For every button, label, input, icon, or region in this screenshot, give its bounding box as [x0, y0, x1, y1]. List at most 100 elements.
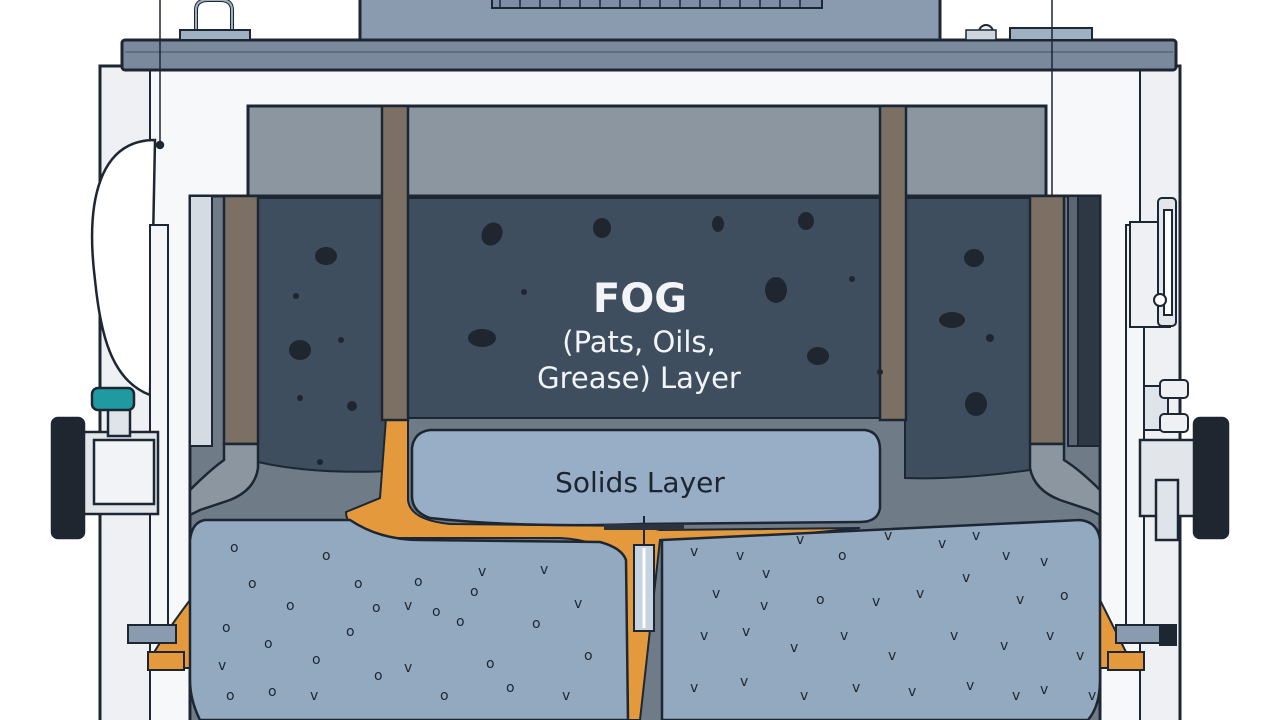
fog-speck: [807, 347, 829, 365]
fog-speck: [877, 369, 883, 375]
svg-text:o: o: [584, 648, 593, 664]
svg-text:v: v: [740, 674, 748, 690]
fog-subtitle-line-1: (Pats, Oils,: [562, 325, 715, 359]
svg-text:o: o: [346, 624, 355, 640]
water-chambers: [188, 518, 1102, 720]
svg-text:v: v: [404, 598, 412, 614]
svg-text:o: o: [456, 614, 465, 630]
fog-speck: [338, 337, 344, 343]
solids-layer-label: Solids Layer: [555, 466, 725, 499]
svg-text:o: o: [414, 574, 423, 590]
svg-text:o: o: [312, 652, 321, 668]
fog-speck: [481, 222, 503, 246]
svg-text:v: v: [1040, 554, 1048, 570]
fog-speck: [468, 329, 496, 347]
svg-text:v: v: [1046, 628, 1054, 644]
svg-text:v: v: [690, 680, 698, 696]
svg-text:o: o: [470, 584, 479, 600]
fog-speck: [521, 289, 527, 295]
svg-text:o: o: [264, 636, 273, 652]
fog-speck: [593, 218, 611, 238]
fog-speck: [297, 395, 303, 401]
svg-text:o: o: [506, 680, 515, 696]
svg-text:v: v: [972, 528, 980, 544]
svg-text:o: o: [222, 620, 231, 636]
svg-text:o: o: [440, 688, 449, 704]
right-side-bracket: [1129, 197, 1189, 433]
svg-text:v: v: [962, 570, 970, 586]
svg-text:o: o: [322, 548, 331, 564]
svg-text:v: v: [1002, 548, 1010, 564]
svg-text:v: v: [762, 566, 770, 582]
fog-speck: [712, 216, 724, 232]
svg-text:v: v: [1088, 688, 1096, 704]
svg-text:v: v: [790, 640, 798, 656]
svg-text:v: v: [404, 660, 412, 676]
svg-text:v: v: [950, 628, 958, 644]
fog-specks: [289, 212, 994, 465]
svg-text:v: v: [938, 536, 946, 552]
fog-layer: [257, 197, 1031, 480]
svg-text:v: v: [540, 562, 548, 578]
svg-text:v: v: [760, 598, 768, 614]
svg-text:v: v: [712, 586, 720, 602]
svg-text:o: o: [432, 604, 441, 620]
baffle-walls: [188, 104, 1102, 518]
svg-text:o: o: [248, 576, 257, 592]
svg-text:o: o: [268, 684, 277, 700]
svg-text:v: v: [218, 658, 226, 674]
svg-text:v: v: [478, 564, 486, 580]
svg-text:o: o: [230, 540, 239, 556]
svg-text:o: o: [816, 592, 825, 608]
fog-speck: [798, 212, 814, 230]
svg-text:v: v: [562, 688, 570, 704]
svg-text:v: v: [852, 680, 860, 696]
svg-text:v: v: [796, 532, 804, 548]
fog-speck: [347, 401, 357, 411]
svg-text:v: v: [884, 528, 892, 544]
fog-speck: [965, 392, 987, 416]
fog-speck: [986, 334, 994, 342]
svg-text:v: v: [310, 688, 318, 704]
fog-speck: [317, 459, 323, 465]
svg-text:o: o: [372, 600, 381, 616]
svg-text:v: v: [966, 678, 974, 694]
svg-text:v: v: [690, 544, 698, 560]
svg-text:v: v: [1016, 592, 1024, 608]
svg-text:v: v: [916, 586, 924, 602]
svg-text:o: o: [286, 598, 295, 614]
svg-text:v: v: [908, 684, 916, 700]
lid-handle-icon: [179, 0, 251, 41]
lid-latch-icon: [965, 24, 1093, 41]
svg-text:o: o: [838, 548, 847, 564]
fog-subtitle-line-2: Grease) Layer: [537, 361, 741, 395]
svg-text:v: v: [736, 548, 744, 564]
fog-speck: [315, 247, 337, 265]
left-side-bag: [90, 138, 157, 397]
svg-text:v: v: [1000, 638, 1008, 654]
svg-text:o: o: [226, 688, 235, 704]
fog-speck: [849, 276, 855, 282]
valve-icon: [90, 386, 136, 412]
svg-text:v: v: [700, 628, 708, 644]
fog-speck: [939, 312, 965, 328]
svg-text:v: v: [574, 596, 582, 612]
svg-text:o: o: [532, 616, 541, 632]
svg-text:o: o: [354, 576, 363, 592]
fog-speck: [964, 249, 984, 267]
fog-speck: [293, 293, 299, 299]
svg-text:v: v: [1040, 682, 1048, 698]
svg-text:v: v: [872, 594, 880, 610]
svg-text:v: v: [840, 628, 848, 644]
layer-labels: FOG (Pats, Oils, Grease) Layer Solids La…: [537, 276, 741, 499]
svg-text:v: v: [888, 648, 896, 664]
svg-text:o: o: [1060, 588, 1069, 604]
fog-title: FOG: [593, 276, 687, 322]
top-lid: [120, 0, 1178, 72]
solids-layer: [410, 428, 882, 527]
outlet-pipe: [1138, 416, 1230, 542]
svg-text:v: v: [800, 688, 808, 704]
fog-speck: [765, 277, 787, 303]
